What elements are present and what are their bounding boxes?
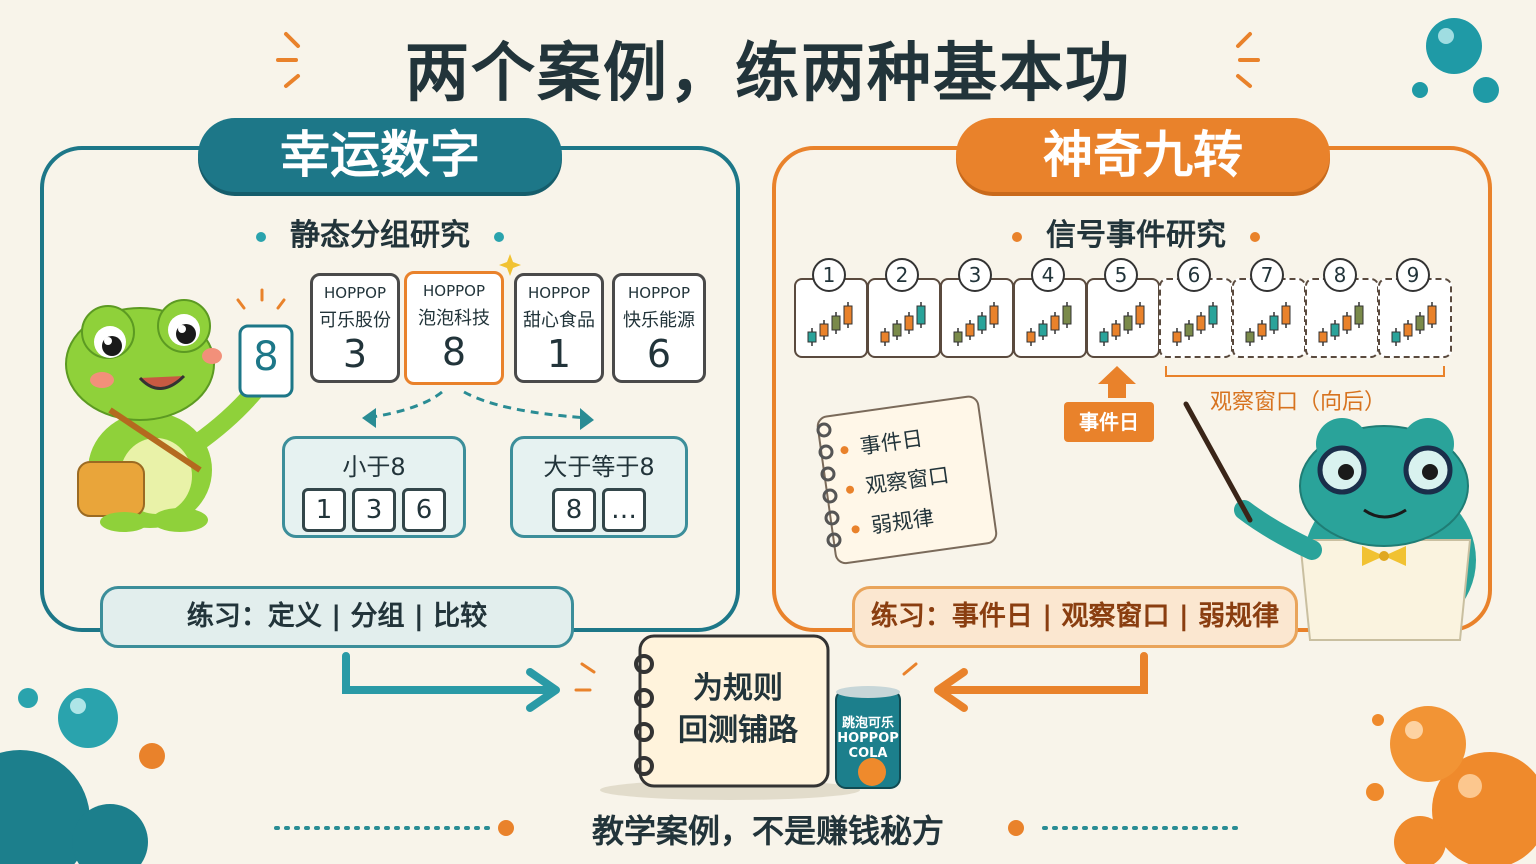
cola-can-icon: [835, 686, 901, 789]
card-name: 甜心食品: [523, 310, 595, 331]
teacher-frog-icon: [1234, 418, 1476, 641]
right-panel-subtitle: 信号事件研究: [988, 210, 1284, 254]
group-item: 1: [302, 488, 346, 532]
card-brand: HOPPOP: [422, 282, 486, 300]
sparkle-icon: [276, 32, 1260, 88]
can-text: COLA: [848, 746, 888, 761]
card-number: 3: [342, 332, 368, 376]
group-item: …: [602, 488, 646, 532]
left-practice-bar: 练习：定义 | 分组 | 比较: [100, 586, 574, 648]
note-text: 弱规律: [869, 505, 936, 538]
spiral-notebook-icon: [816, 395, 998, 565]
left-subtitle-text: 静态分组研究: [290, 218, 470, 253]
frog-mascot-icon: [65, 299, 263, 532]
candlestick-icon: [1318, 302, 1364, 346]
card-number: 1: [546, 332, 572, 376]
page-title: 两个案例，练两种基本功: [405, 37, 1131, 111]
group-item: 8: [552, 488, 596, 532]
card-brand: HOPPOP: [323, 284, 387, 302]
stock-card: HOPPOP 可乐股份 3: [310, 273, 400, 383]
card-brand: HOPPOP: [627, 284, 691, 302]
bullet-dot-icon: [256, 231, 266, 242]
group-label: 小于8: [342, 453, 406, 481]
group-label: 大于等于8: [543, 453, 655, 481]
stock-card: HOPPOP 快乐能源 6: [612, 273, 706, 383]
sparkle-icon: [499, 254, 521, 276]
sequence-number: 2: [885, 258, 919, 292]
right-panel-tag: 神奇九转: [956, 118, 1330, 192]
note-text: 观察窗口: [864, 462, 951, 499]
center-notebook-text: 为规则 回测铺路: [650, 640, 826, 788]
bullet-dot-icon: [845, 485, 855, 495]
candle-day-card: [1013, 278, 1087, 358]
stock-card-highlight: HOPPOP 泡泡科技 8: [404, 271, 504, 385]
candlestick-icon: [807, 302, 853, 346]
bullet-dot-icon: [1012, 231, 1022, 242]
right-notebook-list: 事件日 观察窗口 弱规律: [838, 419, 958, 552]
sequence-number: 6: [1177, 258, 1211, 292]
candle-day-card: [1086, 278, 1160, 358]
event-day-tag: 事件日: [1064, 402, 1154, 442]
bubble-icon: [1366, 706, 1536, 864]
candlestick-icon: [953, 302, 999, 346]
right-subtitle-text: 信号事件研究: [1046, 218, 1226, 253]
candlestick-icon: [1026, 302, 1072, 346]
spiral-notebook-icon: [600, 634, 860, 800]
candlestick-icon: [1391, 302, 1437, 346]
cola-can-label: 跳泡可乐 HOPPOP COLA: [836, 712, 900, 761]
held-card-number: 8: [253, 334, 279, 380]
group-item: 6: [402, 488, 446, 532]
bullet-dot-icon: [1250, 231, 1260, 242]
sequence-number: 7: [1250, 258, 1284, 292]
sparkle-icon: [236, 288, 286, 310]
note-text: 事件日: [858, 426, 925, 459]
footer-caption: 教学案例，不是赚钱秘方: [591, 812, 944, 850]
pointer-stick-icon: [1183, 401, 1253, 523]
book-line: 为规则: [693, 671, 783, 706]
card-name: 可乐股份: [319, 310, 391, 331]
card-number: 6: [646, 332, 672, 376]
observe-window-label: 观察窗口（向后）: [1210, 390, 1387, 415]
sequence-number: 4: [1031, 258, 1065, 292]
card-name: 快乐能源: [623, 310, 695, 331]
bubble-icon: [1412, 18, 1499, 103]
card-name: 泡泡科技: [418, 308, 490, 329]
note-item: 弱规律: [849, 499, 956, 543]
sequence-number: 5: [1104, 258, 1138, 292]
sequence-number: 9: [1396, 258, 1430, 292]
bubble-icon: [0, 688, 165, 864]
sequence-number: 3: [958, 258, 992, 292]
left-panel-tag: 幸运数字: [198, 118, 562, 192]
sequence-number: 8: [1323, 258, 1357, 292]
candlestick-icon: [1245, 302, 1291, 346]
bullet-dot-icon: [494, 231, 504, 242]
group-item: 3: [352, 488, 396, 532]
candlestick-icon: [880, 302, 926, 346]
candlestick-icon: [1172, 302, 1218, 346]
held-card-frame: [238, 324, 294, 398]
bullet-dot-icon: [839, 445, 850, 455]
candlestick-icon: [1099, 302, 1145, 346]
stock-card: HOPPOP 甜心食品 1: [514, 273, 604, 383]
right-practice-bar: 练习：事件日 | 观察窗口 | 弱规律: [852, 586, 1298, 648]
note-item: 观察窗口: [844, 459, 951, 503]
can-text: 跳泡可乐: [841, 716, 894, 731]
group-greater-equal-8: 大于等于8 8…: [510, 436, 688, 538]
card-number: 8: [441, 330, 467, 374]
sequence-number: 1: [812, 258, 846, 292]
left-panel-subtitle: 静态分组研究: [232, 210, 528, 254]
book-line: 回测铺路: [678, 713, 798, 748]
bullet-dot-icon: [851, 524, 861, 534]
card-brand: HOPPOP: [527, 284, 591, 302]
can-text: HOPPOP: [837, 731, 899, 746]
